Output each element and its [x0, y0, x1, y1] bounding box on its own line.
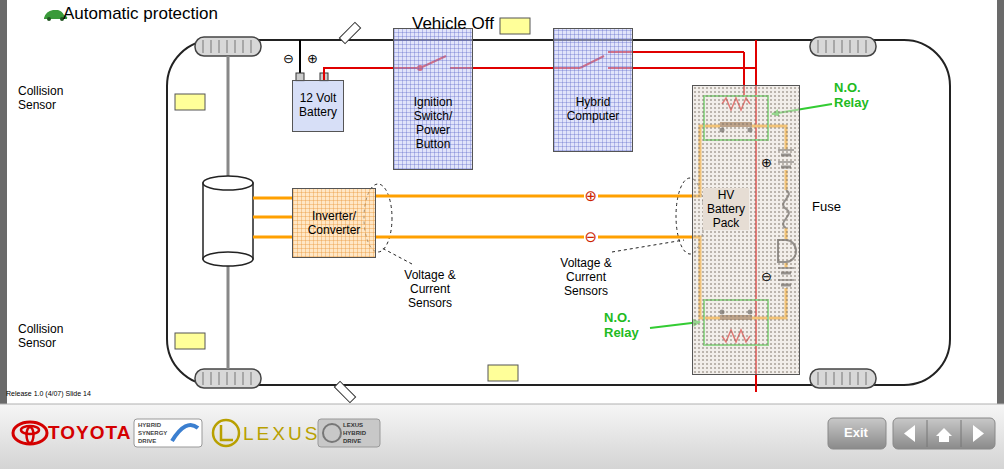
- slide-title: Automatic protection: [63, 4, 218, 24]
- inverter-box: Inverter/ Converter: [292, 188, 376, 258]
- badge-text: LEXUS HYBRID DRIVE: [343, 421, 377, 445]
- badge-text: HYBRID SYNERGY DRIVE: [138, 421, 174, 445]
- motor-generator: [203, 176, 292, 266]
- box-label: Ignition Switch/ Power Button: [404, 95, 462, 151]
- cell-sign: ⊖: [761, 270, 772, 284]
- wire: [633, 68, 756, 85]
- sensor-label: Collision Sensor: [18, 322, 80, 350]
- view-title: Vehicle Off: [412, 14, 494, 34]
- sensor-label: Collision Sensor: [18, 84, 80, 112]
- car-outline: [167, 22, 950, 402]
- bottom-bar: [0, 404, 1004, 469]
- sensor-note: Voltage & Current Sensors: [552, 256, 620, 298]
- battery-pack: HV Battery Pack: [692, 85, 800, 375]
- collision-sensors: [175, 18, 530, 381]
- polarity-sign: ⊕: [584, 188, 599, 204]
- relay-label: N.O. Relay: [834, 80, 880, 110]
- box-label: HV Battery Pack: [703, 188, 749, 230]
- battery-box: 12 Volt Battery: [292, 80, 344, 132]
- wire: [473, 68, 553, 69]
- brand-logo: LEXUS: [243, 423, 320, 445]
- sensor-rings: [364, 178, 704, 264]
- polarity-sign: ⊖: [584, 229, 599, 245]
- tread: [203, 40, 866, 385]
- terminal-sign: ⊖: [283, 52, 294, 66]
- wire: [376, 196, 692, 197]
- switch-box: Ignition Switch/ Power Button: [393, 28, 473, 170]
- box-label: Inverter/ Converter: [299, 209, 369, 237]
- box-label: 12 Volt Battery: [297, 91, 339, 119]
- fuse-label: Fuse: [812, 200, 841, 214]
- exit-button: Exit: [844, 425, 868, 441]
- wheels: [195, 37, 876, 388]
- box-label: Hybrid Computer: [564, 95, 622, 123]
- sensor-note: Voltage & Current Sensors: [398, 268, 462, 310]
- slide-number: Release 1.0 (4/07) Slide 14: [6, 389, 91, 398]
- cell-sign: ⊕: [761, 156, 772, 170]
- computer-box: Hybrid Computer: [553, 28, 633, 152]
- wire: [376, 237, 692, 238]
- frame: [0, 0, 1004, 404]
- wire: [324, 68, 393, 80]
- brand-logo: TOYOTA: [48, 422, 131, 444]
- relay-label: N.O. Relay: [604, 310, 650, 340]
- terminal-sign: ⊕: [307, 52, 318, 66]
